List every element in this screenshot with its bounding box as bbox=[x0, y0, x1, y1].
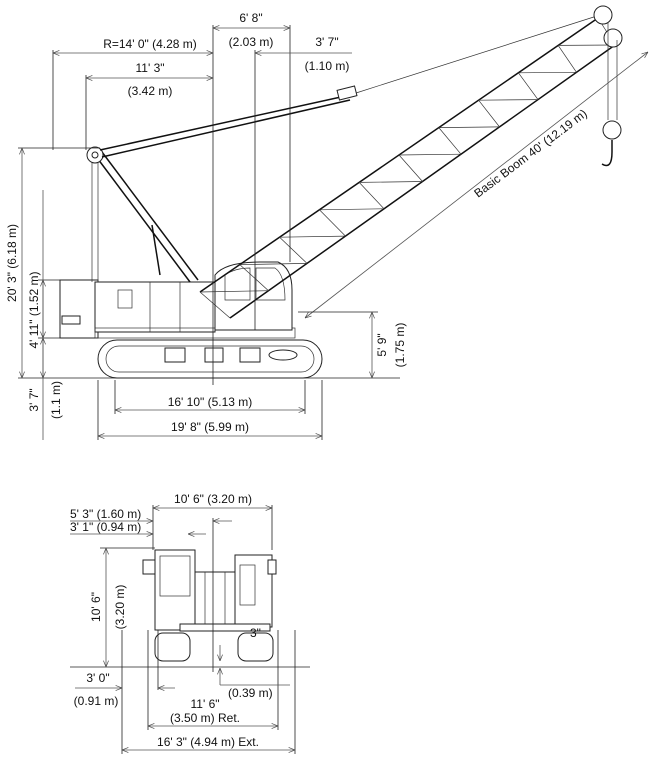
boom-member bbox=[557, 45, 577, 73]
dim-overall-height: 20' 3" (6.18 m) bbox=[5, 224, 19, 302]
dim-gantry-radius-m: (3.42 m) bbox=[128, 84, 173, 98]
hook-block bbox=[602, 120, 622, 140]
gantry-mast bbox=[86, 146, 199, 283]
upper-body bbox=[94, 281, 216, 333]
dim-left-width-1: 5' 3" (1.60 m) bbox=[70, 507, 141, 521]
dim-gantry-radius-ft: 11' 3" bbox=[135, 61, 164, 75]
boom-member bbox=[438, 126, 500, 128]
dim-counterweight-clearance-m: (1.1 m) bbox=[49, 381, 63, 419]
dim-center-to-pivot-ft: 6' 8" bbox=[239, 11, 262, 25]
dim-retracted-width-m: (3.50 m) Ret. bbox=[170, 711, 240, 725]
engine-housing bbox=[234, 554, 273, 628]
hook-icon bbox=[601, 140, 613, 167]
dim-cab-height-m: (1.75 m) bbox=[393, 323, 407, 368]
dim-crawler-length: 19' 8" (5.99 m) bbox=[171, 420, 249, 434]
dim-left-width-2: 3' 1" (0.94 m) bbox=[70, 520, 141, 534]
side-view: Basic Boom 40' (12.19 m) 6' 8" (2.03 m) … bbox=[5, 5, 648, 440]
boom-member bbox=[279, 236, 308, 264]
dim-upper-width: 10' 6" (3.20 m) bbox=[174, 492, 252, 506]
boom-member bbox=[438, 127, 462, 155]
boom-member bbox=[199, 291, 231, 319]
boom-member bbox=[398, 154, 423, 182]
dim-counterweight-height: 4' 11" (1.52 m) bbox=[27, 271, 41, 348]
dim-retracted-width-ft: 11' 6" bbox=[190, 697, 219, 711]
boom-member bbox=[359, 181, 423, 183]
boom-member bbox=[239, 264, 269, 291]
boom-member bbox=[478, 99, 539, 101]
counterweight bbox=[59, 279, 99, 339]
boom-member bbox=[199, 290, 269, 293]
boom-member bbox=[518, 72, 539, 100]
dim-counterweight-clearance-ft: 3' 7" bbox=[27, 388, 41, 411]
dim-rear-height-ft: 10' 6" bbox=[89, 592, 103, 622]
dim-ground-clearance-in: 3" bbox=[250, 626, 261, 640]
boom-member bbox=[319, 209, 346, 237]
dim-shoe-width-ft: 3' 0" bbox=[86, 671, 109, 685]
dim-tail-radius: R=14' 0" (4.28 m) bbox=[103, 37, 197, 51]
winch-drum bbox=[194, 571, 236, 628]
boom-member bbox=[398, 153, 462, 156]
boom-member bbox=[279, 235, 346, 238]
dim-extended-width: 16' 3" (4.94 m) Ext. bbox=[157, 735, 259, 749]
crawler-track bbox=[97, 339, 323, 379]
boom-member bbox=[358, 182, 385, 210]
dim-rear-height-m: (3.20 m) bbox=[113, 585, 127, 630]
boom-length-label: Basic Boom 40' (12.19 m) bbox=[471, 106, 589, 200]
rear-cab bbox=[154, 549, 196, 631]
left-crawler bbox=[154, 632, 191, 662]
rear-view: 10' 6" (3.20 m) 5' 3" (1.60 m) 3' 1" (0.… bbox=[70, 492, 310, 754]
dim-pivot-offset-m: (1.10 m) bbox=[305, 59, 350, 73]
dim-center-to-pivot-m: (2.03 m) bbox=[229, 35, 274, 49]
dim-pivot-offset-ft: 3' 7" bbox=[315, 35, 338, 49]
pendant-line bbox=[99, 94, 351, 151]
right-crawler bbox=[237, 632, 274, 662]
boom-member bbox=[478, 99, 500, 128]
operator-cab bbox=[214, 261, 293, 331]
dim-tumbler-distance: 16' 10" (5.13 m) bbox=[168, 395, 253, 409]
boom-member bbox=[319, 208, 385, 211]
boom-head-sheave bbox=[593, 5, 613, 25]
dim-ground-clearance-m: (0.39 m) bbox=[228, 686, 273, 700]
boom-member bbox=[518, 71, 577, 74]
dim-cab-height-ft: 5' 9" bbox=[375, 333, 389, 356]
dim-shoe-width-m: (0.91 m) bbox=[74, 694, 119, 708]
boom-member bbox=[239, 263, 308, 265]
